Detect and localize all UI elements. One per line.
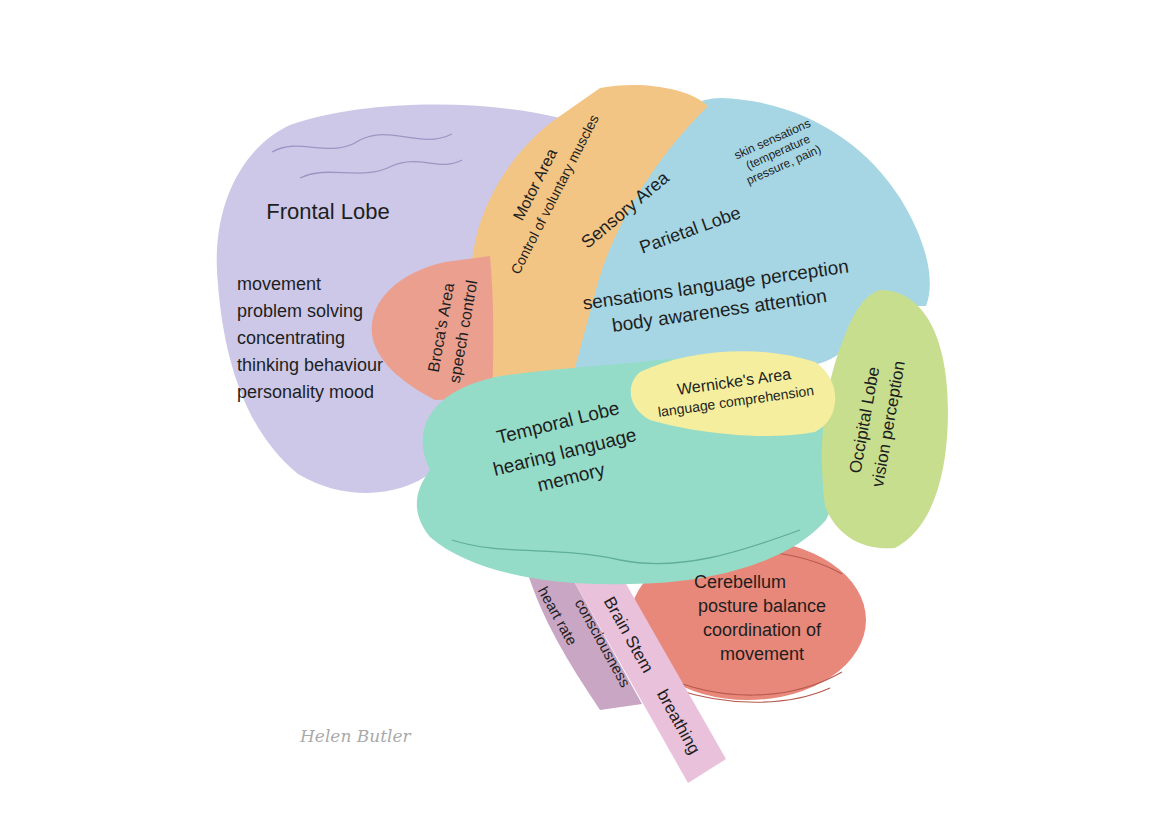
occipital-lobe-region <box>822 290 948 548</box>
motor-area: Motor AreaControl of voluntary muscles <box>493 89 616 301</box>
frontal-fold <box>272 134 452 152</box>
cerebellum: Cerebellumposture balance coordination o… <box>661 567 849 670</box>
temporal-fold <box>452 530 800 564</box>
occipital-lobe: Occipital Lobevision perception <box>837 335 916 508</box>
cerebellum-fold <box>672 688 830 702</box>
region-name: Frontal Lobe <box>248 199 408 225</box>
wernickes-area: Wernicke's Arealanguage comprehension <box>640 356 831 427</box>
region-function: Control of voluntary muscles <box>497 93 612 297</box>
artist-signature: Helen Butler <box>300 726 411 746</box>
brain-stem: Brain Stembreathingconsciousnessheart ra… <box>525 570 715 774</box>
frontal-lobe: Frontal Lobe movement problem solving con… <box>233 195 412 410</box>
region-function: breathing <box>645 673 711 770</box>
brocas-area: Broca's Areaspeech control <box>417 263 487 396</box>
parietal-lobe: Sensory Areaskin sensations (temperature… <box>564 104 867 347</box>
frontal-fold <box>300 160 462 178</box>
temporal-lobe: Temporal Lobehearing language memory <box>474 388 656 513</box>
region-function: movement problem solving concentrating t… <box>237 271 387 406</box>
brocas-area-region <box>372 256 494 400</box>
region-name: Cerebellum <box>665 571 815 593</box>
region-function: sensations language perception body awar… <box>573 252 862 343</box>
region-function: skin sensations (temperature pressure, p… <box>715 108 842 195</box>
wernickes-area-region <box>631 351 836 436</box>
region-function: posture balance coordination of movement <box>680 594 845 666</box>
cerebellum-fold <box>662 672 842 695</box>
